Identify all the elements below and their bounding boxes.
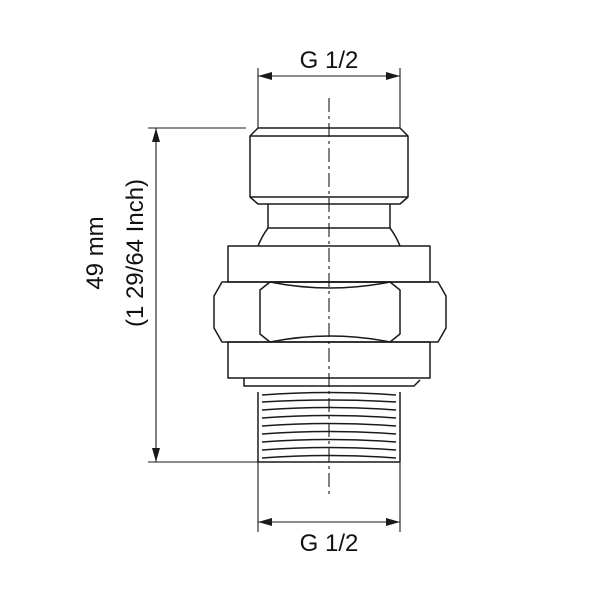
neck (257, 204, 401, 247)
shoulder-ring (243, 378, 421, 387)
arrow-height-bottom (152, 448, 160, 462)
arrow-height-top (152, 128, 160, 142)
fitting-outline (213, 127, 447, 463)
bottom-thread-label: G 1/2 (300, 530, 359, 557)
arrow-bottom-left (258, 518, 272, 526)
arrow-bottom-right (386, 518, 400, 526)
arrow-top-left (258, 72, 272, 80)
arrow-top-right (386, 72, 400, 80)
dimension-arrows (152, 72, 400, 526)
height-metric-label: 49 mm (82, 216, 109, 289)
height-imperial-label: (1 29/64 Inch) (122, 179, 149, 327)
top-thread-label: G 1/2 (300, 47, 359, 74)
dimension-lines (148, 68, 401, 532)
hex-nut (213, 281, 447, 343)
